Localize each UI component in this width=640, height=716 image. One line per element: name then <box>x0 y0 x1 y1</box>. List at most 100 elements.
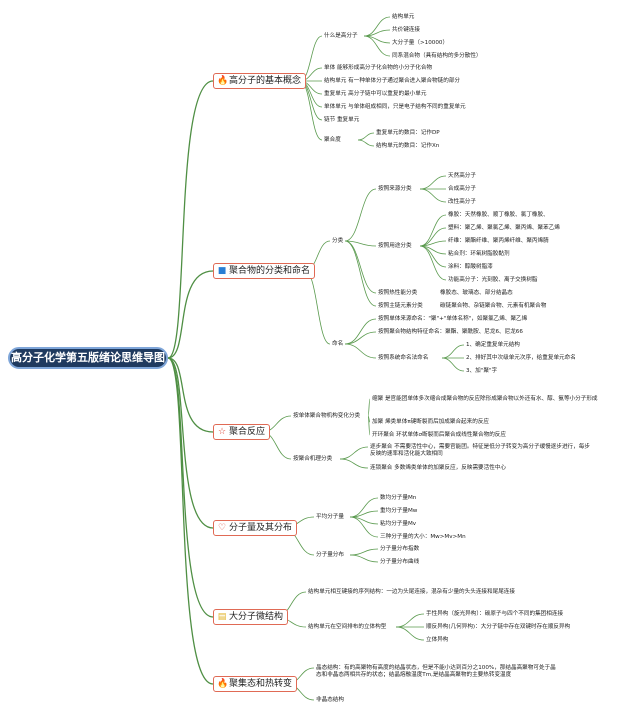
topic-label: 分子量及其分布 <box>229 523 293 533</box>
connector-line <box>339 458 369 469</box>
node-distribution-curve[interactable]: 分子量分布曲线 <box>380 559 420 565</box>
node-homolog-mixture[interactable]: 同系混合物（具有结构的多分散性） <box>392 53 482 59</box>
node-naming-system[interactable]: 按照系统命名法命名 <box>378 355 429 361</box>
node-monomer-unit[interactable]: 单体单元 与单体组成相同，只是电子结构不同的重复单元 <box>324 104 466 110</box>
node-ring-opening[interactable]: 开环聚合 环状单体σ断裂而后聚合成线性聚合物的反应 <box>372 432 506 438</box>
node-mw[interactable]: 重均分子量Mw <box>380 508 418 514</box>
topic-label: 大分子微结构 <box>229 612 284 622</box>
node-naming[interactable]: 命名 <box>332 341 344 347</box>
topic-molecular-weight[interactable]: ♡分子量及其分布 <box>213 520 298 536</box>
node-fiber[interactable]: 纤维：聚酯纤维、聚丙烯纤维、聚丙烯腈 <box>448 238 549 244</box>
node-average-mw[interactable]: 平均分子量 <box>316 514 344 520</box>
node-classify[interactable]: 分类 <box>332 238 344 244</box>
node-chiral-isomer[interactable]: 手性异构（旋光异构）：碳原子与四个不同的集团相连接 <box>426 611 564 617</box>
fire-icon: 🔥 <box>217 679 229 689</box>
node-by-main-chain[interactable]: 按照主链元素分类 <box>378 303 423 309</box>
node-kinetic-class[interactable]: 按聚合机理分类 <box>293 456 333 462</box>
node-mw-order[interactable]: 三种分子量的大小：Mw>Mv>Mn <box>380 534 466 540</box>
node-what-is-polymer[interactable]: 什么是高分子 <box>324 33 358 39</box>
connector-line <box>344 343 377 359</box>
connector-line <box>344 318 377 345</box>
node-mv[interactable]: 粘均分子量Mv <box>380 521 417 527</box>
node-adhesive[interactable]: 粘合剂：环氧树脂胶黏剂 <box>448 251 510 257</box>
node-chain-growth[interactable]: 连锁聚合 多数烯类单体的加聚反应，反映需要活性中心 <box>370 465 507 471</box>
node-structure-unit-def[interactable]: 结构单元 有一种单体分子通过聚合进入聚合物链的部分 <box>324 78 461 84</box>
node-stereo-isomer[interactable]: 立体异构 <box>426 637 449 643</box>
topic-aggregation-thermal[interactable]: 🔥聚集态和热转变 <box>213 676 298 692</box>
node-property-items[interactable]: 橡胶态、玻璃态、部分结晶态 <box>440 290 513 296</box>
connector-line <box>167 357 214 433</box>
root-topic[interactable]: 高分子化学第五版绪论思维导图 <box>8 347 168 369</box>
connector-line <box>349 516 379 538</box>
node-dp-repeat[interactable]: 重复单元的数目：记作DP <box>376 130 440 136</box>
node-monomer[interactable]: 单体 能够形成高分子化合物的小分子化合物 <box>324 65 433 71</box>
node-by-use[interactable]: 按照用途分类 <box>378 243 412 249</box>
node-naming-step-3[interactable]: 3、加"聚"字 <box>466 368 498 374</box>
node-mn[interactable]: 数均分子量Mn <box>380 495 417 501</box>
connector-line <box>344 240 377 294</box>
node-modified-polymer[interactable]: 改性高分子 <box>448 199 476 205</box>
node-coating[interactable]: 涂料：醇酸树脂漆 <box>448 264 493 270</box>
topic-label: 聚合物的分类和命名 <box>229 266 311 276</box>
topic-polymerization[interactable]: ☆聚合反应 <box>213 424 271 440</box>
connector-line <box>419 245 447 281</box>
node-covalent-bond[interactable]: 共价键连接 <box>392 27 420 33</box>
topic-label: 高分子的基本概念 <box>229 76 302 86</box>
node-cis-trans-isomer[interactable]: 顺反异构(几何异构)：大分子链中存在双键时存在顺反异构 <box>426 624 571 630</box>
connector-line <box>344 240 377 247</box>
node-repeat-unit[interactable]: 重复单元 高分子链中可以重复的最小单元 <box>324 91 427 97</box>
node-main-chain-items[interactable]: 碳链聚合物、杂链聚合物、元素有机聚合物 <box>440 303 547 309</box>
node-amorphous-structure[interactable]: 非晶态结构 <box>316 697 344 703</box>
node-rubber[interactable]: 橡胶：天然橡胶、顺丁橡胶、氯丁橡胶、 <box>448 212 549 218</box>
connector-line <box>339 446 369 460</box>
connector-line <box>167 357 214 618</box>
connector-line <box>304 270 331 345</box>
node-naming-step-2[interactable]: 2、排好其中次级单元次序，给重复单元命名 <box>466 355 576 361</box>
connector-line <box>167 80 214 359</box>
node-mw-distribution[interactable]: 分子量分布 <box>316 552 344 558</box>
node-by-property[interactable]: 按照热性能分类 <box>378 290 418 296</box>
topic-classification-naming[interactable]: ■聚合物的分类和命名 <box>213 263 316 279</box>
node-naming-by-monomer[interactable]: 按照单体来源命名："聚"+"单体名称"，如聚氯乙烯、聚乙烯 <box>378 316 528 322</box>
node-structural-unit[interactable]: 结构单元 <box>392 14 415 20</box>
connector-line <box>344 188 377 242</box>
connector-line <box>419 214 447 247</box>
node-naming-step-1[interactable]: 1、确定重复单元结构 <box>466 342 520 348</box>
node-naming-by-structure[interactable]: 按照聚合物结构特征命名：聚酯、聚酰胺、尼龙6、尼龙66 <box>378 329 523 335</box>
connector-line <box>395 626 425 641</box>
node-degree-polymerization[interactable]: 聚合度 <box>324 137 341 143</box>
fire-icon: 🔥 <box>217 76 229 86</box>
node-large-mw[interactable]: 大分子量（>10000） <box>392 40 449 46</box>
connector-line <box>167 270 214 359</box>
node-step-growth[interactable]: 逐步聚合 不需要活性中心，需要官能团。特征是低分子转变为高分子缓慢逐步进行，每步… <box>370 444 590 457</box>
topic-microstructure[interactable]: ▤大分子微结构 <box>213 609 289 625</box>
node-natural-polymer[interactable]: 天然高分子 <box>448 173 476 179</box>
topic-label: 聚集态和热转变 <box>229 679 293 689</box>
node-by-source[interactable]: 按照来源分类 <box>378 186 412 192</box>
node-polycondensation[interactable]: 缩聚 是官能团单体多次缩合成聚合物的反应除形成聚合物以外还有水、醇、氨等小分子形… <box>372 396 598 402</box>
connector-line <box>357 139 375 147</box>
connector-line <box>349 554 379 563</box>
node-addition-polymerization[interactable]: 加聚 烯类单体π键断裂而后加成聚合起来的反应 <box>372 419 490 425</box>
topic-basic-concepts[interactable]: 🔥高分子的基本概念 <box>213 73 307 89</box>
node-mechanism-class[interactable]: 按单体聚合物机构变化分类 <box>293 413 361 419</box>
connector-line <box>395 613 425 628</box>
node-synthetic-polymer[interactable]: 合成高分子 <box>448 186 476 192</box>
node-sequence-structure[interactable]: 结构单元相互键接的序列结构：一边为头尾连接，混杂有少量的头头连接和尾尾连接 <box>308 589 515 595</box>
node-crystalline-structure[interactable]: 晶态结构：有的高聚物有高度的结晶状态，但是不能小达到百分之100%，那结晶高聚物… <box>316 665 556 678</box>
connector-line <box>419 188 447 203</box>
node-dp-structure[interactable]: 结构单元的数目：记作Xn <box>376 143 440 149</box>
node-chain-link[interactable]: 链节 重复单元 <box>324 117 360 123</box>
connector-line <box>419 175 447 190</box>
connector-line <box>367 415 371 436</box>
connector-line <box>441 344 465 359</box>
node-stereo-configuration[interactable]: 结构单元在空间排布的立体构型 <box>308 624 387 630</box>
connector-line <box>167 357 214 685</box>
note-icon: ▤ <box>217 612 227 622</box>
node-plastic[interactable]: 塑料：聚乙烯、聚氯乙烯、聚丙烯、聚苯乙烯 <box>448 225 560 231</box>
node-functional-polymer[interactable]: 功能高分子：光刻胶、离子交换树脂 <box>448 277 538 283</box>
connector-line <box>344 240 377 307</box>
heart-icon: ♡ <box>217 523 227 533</box>
node-dispersity-index[interactable]: 分子量分布指数 <box>380 546 420 552</box>
connector-line <box>349 548 379 556</box>
